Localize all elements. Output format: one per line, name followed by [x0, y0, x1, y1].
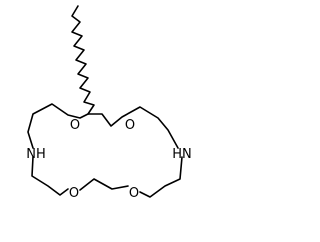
- amine-atom-label: HN: [172, 147, 192, 162]
- oxygen-atom-label: O: [129, 186, 139, 201]
- ring-bond-upper-right: [87, 106, 179, 149]
- oxygen-atom-label: O: [125, 118, 135, 133]
- ring-bond-lower-right: [139, 156, 183, 198]
- oxygen-atom-label: O: [70, 118, 80, 133]
- ring-bond-upper-left: [27, 103, 89, 149]
- oxygen-atom-label: O: [69, 186, 79, 201]
- alkyl-chain: [71, 5, 95, 115]
- ring-bond-lower-middle: [79, 178, 129, 191]
- amine-atom-label: NH: [26, 147, 46, 162]
- ring-bond-lower-left: [31, 156, 69, 196]
- structure-diagram: O O O O NH HN: [26, 5, 192, 201]
